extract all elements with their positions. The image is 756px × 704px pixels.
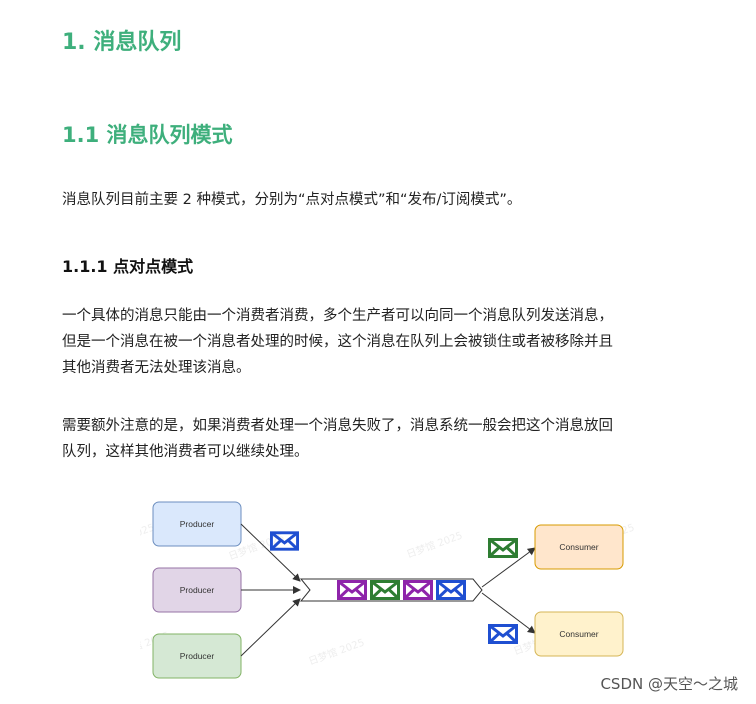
envelope-icon — [488, 624, 518, 644]
heading-message-queue: 1. 消息队列 — [62, 30, 182, 55]
para1-line: 一个具体的消息只能由一个消费者消费，多个生产者可以向同一个消息队列发送消息， — [62, 308, 613, 324]
producer-label: Producer — [180, 585, 215, 595]
para2-line: 需要额外注意的是，如果消费者处理一个消息失败了，消息系统一般会把这个消息放回 — [62, 418, 613, 434]
watermark: 日梦馆 2025 — [405, 529, 465, 561]
arrow-line — [481, 547, 536, 588]
consumer-label: Consumer — [559, 629, 598, 639]
intro-text: 消息队列目前主要 2 种模式，分别为“点对点模式”和“发布/订阅模式”。 — [62, 192, 522, 208]
producer-label: Producer — [180, 651, 215, 661]
consumer-label: Consumer — [559, 542, 598, 552]
arrow-line — [481, 592, 536, 634]
point-to-point-diagram: 日梦馆 2025 日梦馆 2025 日梦馆 2025 日梦馆 2025 日梦馆 … — [140, 501, 636, 679]
para-point-to-point: 一个具体的消息只能由一个消费者消费，多个生产者可以向同一个消息队列发送消息， 但… — [62, 303, 712, 381]
para-retry-note: 需要额外注意的是，如果消费者处理一个消息失败了，消息系统一般会把这个消息放回 队… — [62, 413, 712, 465]
arrow-line — [240, 598, 301, 657]
consumer-box — [534, 611, 624, 657]
para1-line: 但是一个消息在被一个消息者处理的时候，这个消息在队列上会被锁住或者被移除并且 — [62, 334, 613, 350]
para1-line: 其他消费者无法处理该消息。 — [62, 360, 251, 376]
csdn-attribution: CSDN @天空～之城 — [600, 675, 738, 693]
intro-paragraph: 消息队列目前主要 2 种模式，分别为“点对点模式”和“发布/订阅模式”。 — [62, 187, 712, 213]
arrow-line — [240, 523, 301, 582]
watermark: 日梦馆 2025 — [307, 636, 367, 668]
producer-label: Producer — [180, 519, 215, 529]
consumer-box — [534, 524, 624, 570]
heading-queue-modes: 1.1 消息队列模式 — [62, 123, 233, 147]
envelope-icon — [488, 538, 518, 558]
para2-line: 队列，这样其他消费者可以继续处理。 — [62, 444, 309, 460]
heading-point-to-point: 1.1.1 点对点模式 — [62, 257, 194, 276]
